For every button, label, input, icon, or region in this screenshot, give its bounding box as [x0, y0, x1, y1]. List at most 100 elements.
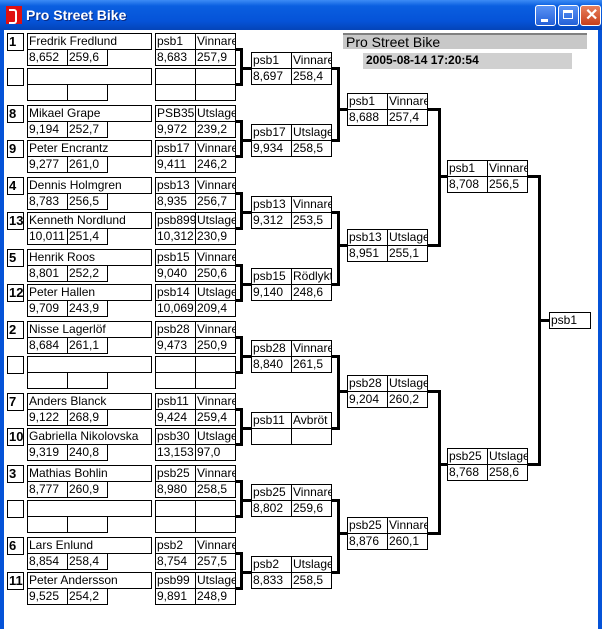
maximize-button[interactable] — [558, 5, 579, 26]
rider-speed — [67, 84, 108, 101]
round2-result-speed: 248,6 — [291, 284, 332, 301]
rider-speed: 243,9 — [67, 300, 108, 317]
round1-result-bike[interactable] — [155, 500, 196, 517]
round3-result-bike[interactable]: psb1 — [347, 93, 388, 110]
round2-result-speed: 253,5 — [291, 212, 332, 229]
round1-result-bike[interactable]: psb25 — [155, 465, 196, 482]
round3-result-speed: 260,2 — [387, 391, 428, 408]
round1-result-time — [155, 84, 196, 101]
round1-result-bike[interactable]: psb17 — [155, 140, 196, 157]
round2-result-bike[interactable]: psb2 — [251, 556, 292, 573]
rider-name[interactable]: Henrik Roos — [27, 249, 152, 266]
round2-result-status: Rödlyktan — [291, 268, 332, 285]
rider-time: 10,011 — [27, 228, 68, 245]
round2-result-bike[interactable]: psb11 — [251, 412, 292, 429]
connector-line — [235, 264, 242, 267]
round1-result-status: Utslagen — [195, 105, 236, 122]
round1-result-time: 9,972 — [155, 121, 196, 138]
title-bar: Pro Street Bike ✕ — [0, 0, 602, 30]
round4-result-bike[interactable]: psb1 — [447, 160, 488, 177]
round1-result-status: Vinnare — [195, 393, 236, 410]
rider-time: 8,783 — [27, 193, 68, 210]
rider-speed: 254,2 — [67, 588, 108, 605]
round1-result-bike[interactable] — [155, 356, 196, 373]
round2-result-bike[interactable]: psb15 — [251, 268, 292, 285]
connector-line — [235, 48, 242, 51]
connector-line — [235, 227, 242, 230]
round1-result-time: 9,473 — [155, 337, 196, 354]
round1-result-bike[interactable]: psb28 — [155, 321, 196, 338]
round2-result-bike[interactable]: psb28 — [251, 340, 292, 357]
rider-name[interactable]: Peter Encrantz — [27, 140, 152, 157]
round1-result-bike[interactable]: psb11 — [155, 393, 196, 410]
connector-line — [240, 139, 251, 142]
round1-result-bike[interactable]: psb15 — [155, 249, 196, 266]
connector-line — [427, 108, 440, 111]
round2-result-time: 8,833 — [251, 572, 292, 589]
rider-name[interactable]: Peter Andersson — [27, 572, 152, 589]
round2-result-bike[interactable]: psb25 — [251, 484, 292, 501]
rider-name[interactable] — [27, 500, 152, 517]
window-title: Pro Street Bike — [26, 7, 127, 23]
rider-name[interactable]: Lars Enlund — [27, 537, 152, 554]
connector-line — [337, 108, 347, 111]
round2-result-bike[interactable]: psb17 — [251, 124, 292, 141]
connector-line — [427, 532, 440, 535]
round1-result-time: 10,069 — [155, 300, 196, 317]
round2-result-time: 8,697 — [251, 68, 292, 85]
connector-line — [438, 390, 441, 535]
final-winner[interactable]: psb1 — [549, 312, 591, 329]
round1-result-bike[interactable]: psb899 — [155, 212, 196, 229]
round1-result-bike[interactable]: psb14 — [155, 284, 196, 301]
round3-result-status: Vinnare — [387, 517, 428, 534]
round3-result-bike[interactable]: psb13 — [347, 229, 388, 246]
connector-line — [438, 175, 447, 178]
connector-line — [337, 211, 340, 286]
round1-result-time: 8,980 — [155, 481, 196, 498]
rider-name[interactable]: Mikael Grape — [27, 105, 152, 122]
round1-result-bike[interactable]: psb30 — [155, 428, 196, 445]
rider-name[interactable]: Mathias Bohlin — [27, 465, 152, 482]
round1-result-bike[interactable]: psb2 — [155, 537, 196, 554]
round1-result-status: Vinnare — [195, 177, 236, 194]
rider-name[interactable] — [27, 68, 152, 85]
rider-time: 8,684 — [27, 337, 68, 354]
round1-result-bike[interactable]: psb99 — [155, 572, 196, 589]
rider-name[interactable]: Fredrik Fredlund — [27, 33, 152, 50]
round4-result-bike[interactable]: psb25 — [447, 448, 488, 465]
round3-result-bike[interactable]: psb28 — [347, 375, 388, 392]
round1-result-speed: 248,9 — [195, 588, 236, 605]
connector-line — [240, 499, 251, 502]
connector-line — [538, 319, 549, 322]
round2-result-bike[interactable]: psb13 — [251, 196, 292, 213]
rider-name[interactable]: Kenneth Nordlund — [27, 212, 152, 229]
round1-result-speed: 209,4 — [195, 300, 236, 317]
rider-name[interactable] — [27, 356, 152, 373]
rider-name[interactable]: Peter Hallen — [27, 284, 152, 301]
round1-result-bike[interactable]: psb13 — [155, 177, 196, 194]
connector-line — [331, 355, 339, 358]
minimize-button[interactable] — [535, 5, 556, 26]
rider-name[interactable]: Anders Blanck — [27, 393, 152, 410]
round1-result-status: Vinnare — [195, 537, 236, 554]
rider-time: 9,525 — [27, 588, 68, 605]
round1-result-bike[interactable]: PSB35 — [155, 105, 196, 122]
round1-result-status: Vinnare — [195, 249, 236, 266]
seed-number: 4 — [7, 177, 24, 195]
seed-number: 12 — [7, 284, 24, 302]
round1-result-time — [155, 372, 196, 389]
rider-name[interactable]: Dennis Holmgren — [27, 177, 152, 194]
seed-number: 2 — [7, 321, 24, 339]
rider-name[interactable]: Gabriella Nikolovska — [27, 428, 152, 445]
round3-result-speed: 257,4 — [387, 109, 428, 126]
round2-result-status: Utslagen — [291, 556, 332, 573]
round1-result-status — [195, 356, 236, 373]
connector-line — [235, 552, 242, 555]
connector-line — [235, 443, 242, 446]
round1-result-bike[interactable] — [155, 68, 196, 85]
close-button[interactable]: ✕ — [580, 5, 601, 26]
round1-result-bike[interactable]: psb1 — [155, 33, 196, 50]
round2-result-bike[interactable]: psb1 — [251, 52, 292, 69]
rider-name[interactable]: Nisse Lagerlöf — [27, 321, 152, 338]
round3-result-bike[interactable]: psb25 — [347, 517, 388, 534]
